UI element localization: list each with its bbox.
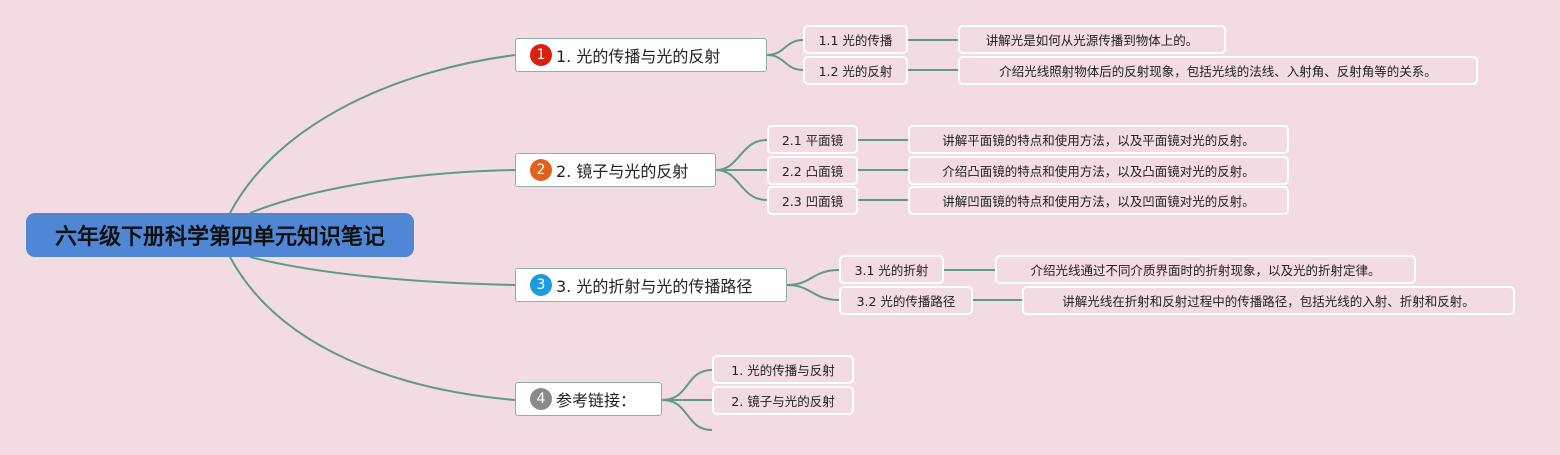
priority-1-icon: 1	[530, 44, 552, 66]
priority-2-icon: 2	[530, 159, 552, 181]
topic-label: 2. 镜子与光的反射	[556, 162, 689, 181]
topic-1[interactable]: 1 1. 光的传播与光的反射	[515, 38, 767, 72]
note-1-2[interactable]: 介绍光线照射物体后的反射现象，包括光线的法线、入射角、反射角等的关系。	[958, 56, 1478, 85]
topic-label: 参考链接：	[556, 391, 637, 410]
subtopic-3-1[interactable]: 3.1 光的折射	[839, 255, 944, 284]
topic-label: 1. 光的传播与光的反射	[556, 47, 721, 66]
subtopic-3-2[interactable]: 3.2 光的传播路径	[839, 286, 973, 315]
topic-4[interactable]: 4 参考链接：	[515, 382, 662, 416]
subtopic-2-1[interactable]: 2.1 平面镜	[767, 125, 858, 154]
note-2-3[interactable]: 讲解凹面镜的特点和使用方法，以及凹面镜对光的反射。	[908, 186, 1289, 215]
priority-3-icon: 3	[530, 274, 552, 296]
subtopic-2-2[interactable]: 2.2 凸面镜	[767, 156, 858, 185]
reference-link-1[interactable]: 1. 光的传播与反射	[712, 355, 854, 384]
priority-4-icon: 4	[530, 388, 552, 410]
topic-label: 3. 光的折射与光的传播路径	[556, 277, 753, 296]
subtopic-1-2[interactable]: 1.2 光的反射	[803, 56, 908, 85]
note-1-1[interactable]: 讲解光是如何从光源传播到物体上的。	[958, 25, 1226, 54]
reference-link-2[interactable]: 2. 镜子与光的反射	[712, 386, 854, 415]
note-2-2[interactable]: 介绍凸面镜的特点和使用方法，以及凸面镜对光的反射。	[908, 156, 1289, 185]
subtopic-1-1[interactable]: 1.1 光的传播	[803, 25, 908, 54]
note-2-1[interactable]: 讲解平面镜的特点和使用方法，以及平面镜对光的反射。	[908, 125, 1289, 154]
topic-2[interactable]: 2 2. 镜子与光的反射	[515, 153, 716, 187]
topic-3[interactable]: 3 3. 光的折射与光的传播路径	[515, 268, 787, 302]
root-topic[interactable]: 六年级下册科学第四单元知识笔记	[26, 213, 414, 257]
note-3-1[interactable]: 介绍光线通过不同介质界面时的折射现象，以及光的折射定律。	[995, 255, 1416, 284]
subtopic-2-3[interactable]: 2.3 凹面镜	[767, 186, 858, 215]
note-3-2[interactable]: 讲解光线在折射和反射过程中的传播路径，包括光线的入射、折射和反射。	[1022, 286, 1515, 315]
